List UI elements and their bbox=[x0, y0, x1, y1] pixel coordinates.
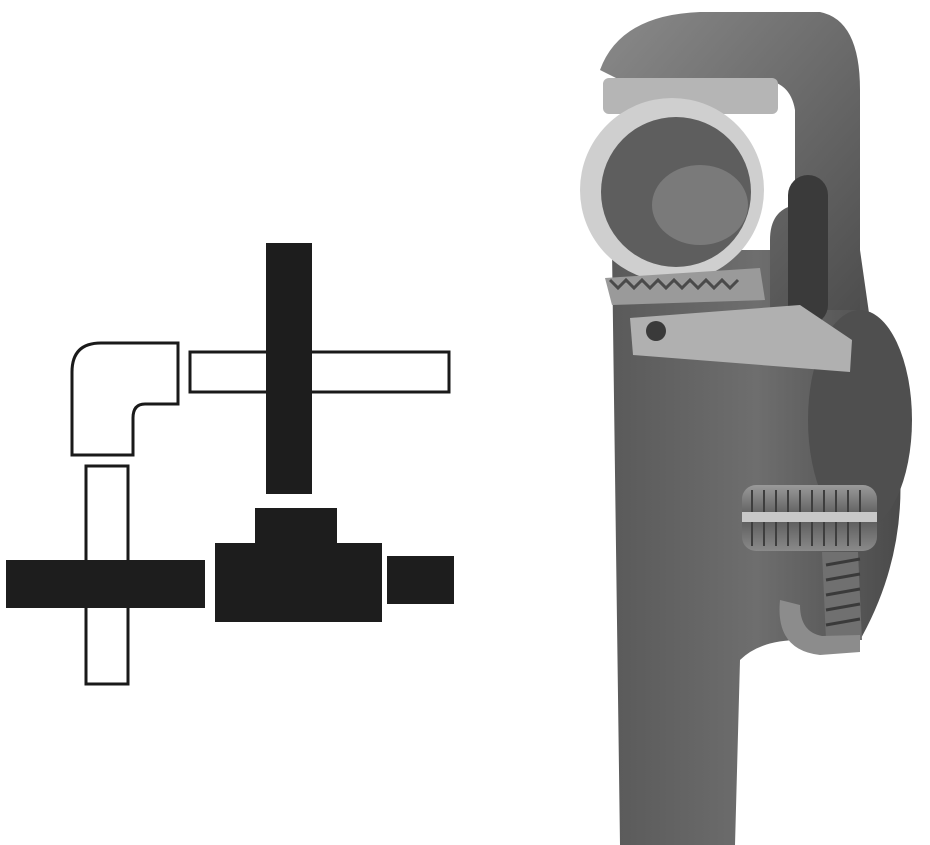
pipe-vertical-dark bbox=[266, 243, 312, 494]
pipe-stub-dark-right bbox=[387, 556, 454, 604]
wrench-rivet bbox=[646, 321, 666, 341]
wrench-shank-threads bbox=[825, 557, 861, 627]
pipe-horizontal-dark-left bbox=[6, 560, 205, 608]
wrench-jaw-slot bbox=[788, 175, 828, 325]
gripped-pipe-inner-shade bbox=[652, 165, 748, 245]
wrench-nut-band bbox=[742, 512, 877, 522]
elbow-fitting bbox=[70, 341, 180, 457]
pipe-fittings-diagram bbox=[6, 243, 454, 686]
pipe-wrench-photo bbox=[580, 12, 912, 845]
tee-fitting bbox=[215, 508, 382, 622]
wrench-jaw-teeth bbox=[608, 277, 740, 291]
pipe-horizontal-light bbox=[188, 350, 451, 394]
wrench-heel-plate bbox=[630, 305, 852, 372]
wrench-lower-hook bbox=[779, 600, 860, 655]
